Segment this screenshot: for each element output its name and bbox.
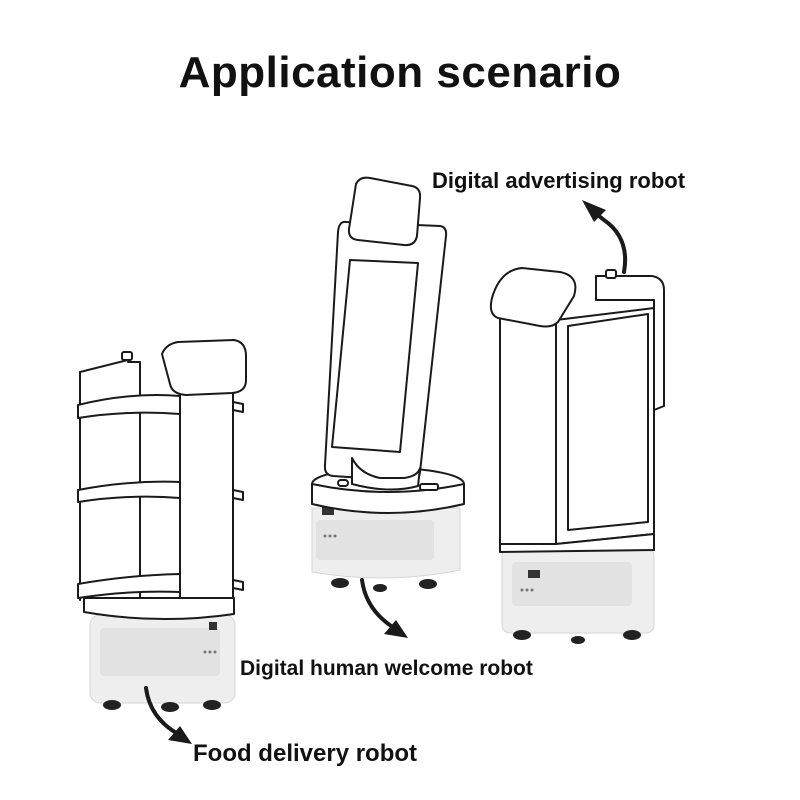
arrow-advertising [582,200,627,274]
label-digital-human-welcome-robot: Digital human welcome robot [240,657,533,680]
digital-human-welcome-robot [311,176,465,592]
digital-advertising-robot [489,267,665,644]
label-digital-advertising-robot: Digital advertising robot [432,168,686,193]
arrow-delivery [144,686,192,744]
label-food-delivery-robot: Food delivery robot [193,740,418,767]
arrow-welcome [360,578,408,638]
page-title: Application scenario [178,48,622,97]
food-delivery-robot [77,339,247,712]
